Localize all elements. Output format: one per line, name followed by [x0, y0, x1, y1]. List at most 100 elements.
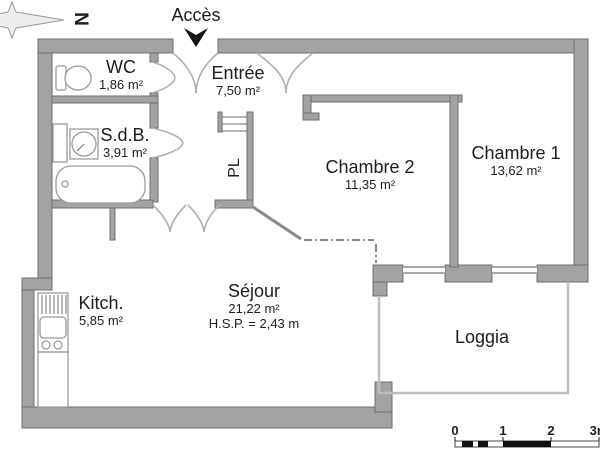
wall-right: [573, 38, 589, 283]
room-area: 3,91 m²: [102, 144, 148, 160]
closet-shelf-lines: [222, 116, 247, 132]
door-arc: [172, 52, 197, 94]
room-area: 5,85 m²: [78, 312, 124, 328]
wall-left-step: [21, 277, 53, 291]
door-arc: [151, 142, 184, 159]
wall-top-right: [217, 38, 589, 54]
room-label-chambre1: Chambre 1 13,62 m²: [471, 143, 560, 179]
loggia-block-left-leg: [372, 281, 388, 297]
scale-tick-3: 3m: [589, 423, 600, 438]
scale-bar-seg: [478, 441, 488, 447]
wc-door-swing: [151, 61, 176, 94]
kitchen-counter: [37, 292, 69, 408]
sdb-door-swing: [151, 127, 184, 159]
loggia-wall-blocks: [372, 264, 589, 297]
wall-bottom-corner: [374, 381, 393, 413]
toilet-icon: [55, 65, 92, 91]
room-area: 13,62 m²: [490, 162, 542, 178]
room-name: Chambre 2: [325, 157, 415, 177]
sink-tap: [76, 143, 85, 152]
chambre1-loggia-window: [492, 266, 537, 274]
wall-top-left: [37, 38, 174, 54]
chambre1-door-swing: [256, 52, 314, 94]
kitchen-sink: [39, 316, 67, 339]
kitchen-burner: [53, 340, 63, 350]
room-area: 11,35 m²: [344, 176, 396, 192]
toilet-bowl: [64, 65, 92, 91]
wall-bottom: [21, 406, 393, 429]
access-arrow-icon: [184, 28, 208, 47]
chambre1-chambre2-divider: [449, 94, 459, 268]
door-arc: [256, 52, 287, 94]
room-area: 7,50 m²: [215, 82, 261, 98]
room-name: WC: [105, 57, 136, 77]
bathtub-icon: [55, 165, 146, 204]
scale-tick-1: 1: [499, 423, 507, 438]
scale-bar-seg: [462, 441, 473, 447]
room-name: Séjour: [227, 281, 281, 301]
room-label-wc: WC 1,86 m²: [99, 57, 143, 93]
door-arc: [151, 127, 184, 144]
closet-right-wall: [246, 111, 254, 203]
room-label-chambre2: Chambre 2 11,35 m²: [325, 157, 414, 193]
loggia-block-left: [372, 264, 404, 283]
room-label-entree: Entrée 7,50 m²: [211, 63, 264, 99]
closet-label: PL: [226, 158, 243, 178]
room-name: Kitch.: [78, 293, 124, 313]
loggia-block-middle: [444, 264, 493, 283]
scale-tick-2: 2: [547, 423, 555, 438]
door-arc: [195, 52, 219, 94]
chambre2-top-wall: [310, 94, 463, 103]
sejour-wall-stub: [109, 207, 116, 241]
access-label: Accès: [171, 5, 221, 25]
kitchen-counter-icon: [37, 292, 69, 408]
wall-left-upper: [37, 52, 53, 279]
loggia-block-right: [536, 264, 589, 283]
window-glass: [492, 266, 537, 274]
room-label-sejour: Séjour 21,22 m² H.S.P. = 2,43 m: [209, 281, 299, 332]
room-label-kitchen: Kitch. 5,85 m²: [78, 293, 123, 329]
door-arc: [187, 204, 205, 233]
door-arc: [169, 204, 187, 233]
room-name: Chambre 1: [471, 143, 561, 163]
kitchen-burner: [41, 340, 51, 350]
door-arc: [151, 61, 176, 79]
loggia-outline: [377, 282, 570, 395]
kitchen-drainer-hatch: [41, 295, 67, 314]
scale-bar: [454, 437, 600, 448]
room-area: 1,86 m²: [98, 76, 144, 92]
chambre2-loggia-window: [403, 266, 445, 274]
room-label-sdb: S.d.B. 3,91 m²: [100, 125, 149, 161]
room-name: Loggia: [454, 327, 510, 347]
door-arc: [152, 204, 171, 233]
sejour-sliding-bay: [304, 239, 377, 263]
north-arrow-icon: [0, 0, 65, 40]
room-label-loggia: Loggia: [455, 327, 509, 348]
bathtub-drain: [61, 180, 69, 188]
room-name: S.d.B.: [100, 125, 150, 145]
room-name: Entrée: [211, 63, 265, 83]
bathroom-fixtures: [52, 123, 146, 204]
hall-wall-low: [149, 157, 159, 203]
door-arc: [203, 204, 221, 233]
bathroom-column: [52, 123, 68, 163]
door-arc: [285, 52, 314, 94]
chambre2-door: [252, 205, 302, 241]
north-label: N: [70, 12, 91, 26]
closet-top-jamb: [217, 111, 223, 133]
closet-bottom-wall: [214, 199, 254, 209]
hall-wall-jamb-top: [149, 52, 159, 63]
wc-bottom-wall: [51, 95, 159, 104]
scale-tick-0: 0: [451, 423, 459, 438]
room-area: 21,22 m²: [228, 300, 280, 316]
chambre2-west-stub: [302, 112, 320, 121]
window-glass: [403, 266, 445, 274]
sejour-double-door-swing: [152, 204, 221, 233]
door-leaf: [252, 205, 302, 241]
door-arc: [151, 77, 176, 94]
outer-walls: [21, 38, 589, 429]
scale-bar-seg: [503, 441, 551, 447]
room-ceiling-height: H.S.P. = 2,43 m: [208, 315, 300, 331]
